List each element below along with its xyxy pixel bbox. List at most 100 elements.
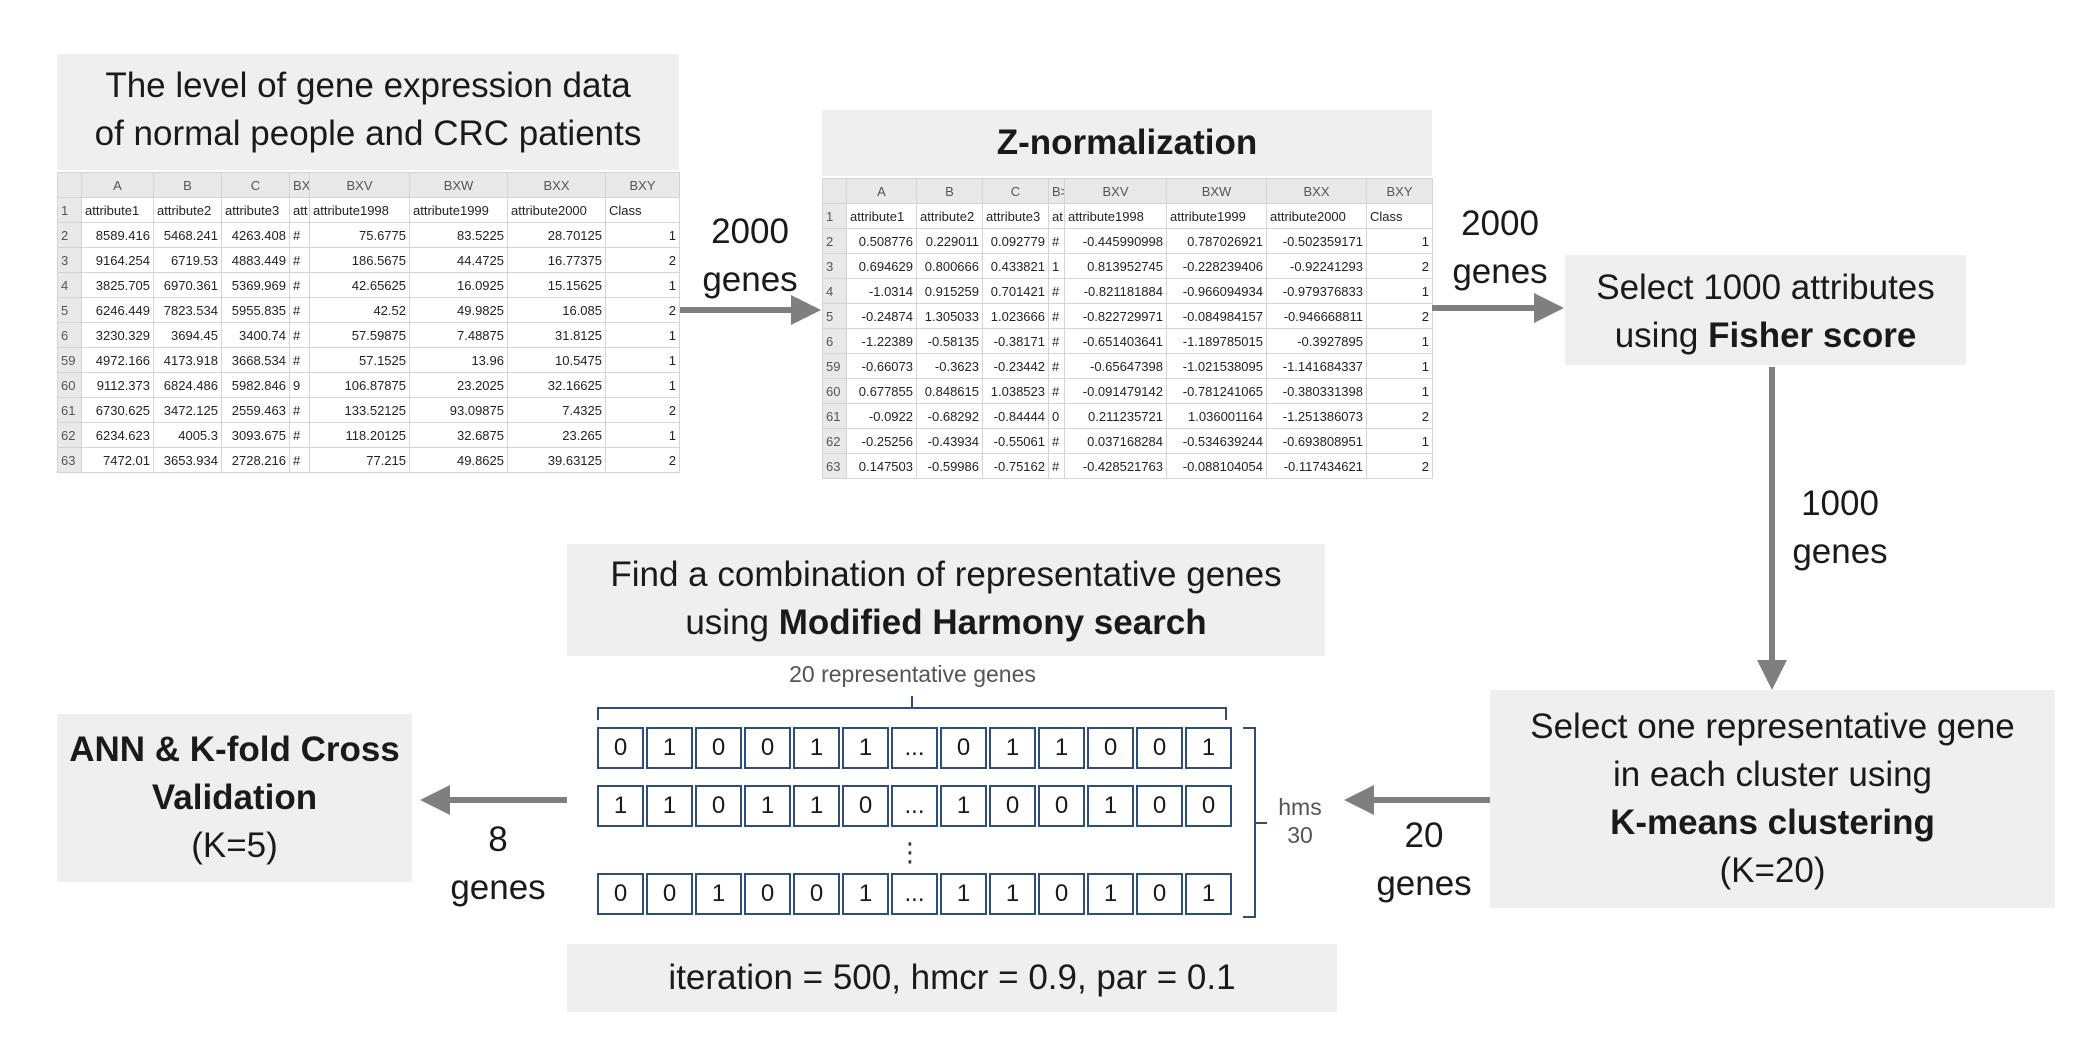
table-cell: attribute3 [221,197,290,223]
label-8-num: 8 [488,820,508,859]
table-cell: 61 [822,403,847,429]
gene-bit-cell: 0 [1038,785,1085,827]
table-cell: 1 [1366,428,1433,454]
table-cell: 4005.3 [153,422,222,448]
table-cell: 62 [822,428,847,454]
table-cell: 23.2025 [409,372,508,398]
table-cell: 2559.463 [221,397,290,423]
table-cell: -0.821181884 [1064,278,1167,304]
ann-line1: ANN & K-fold Cross [69,730,400,769]
table-cell: 0.037168284 [1064,428,1167,454]
gene-bit-cell: 0 [1038,873,1085,915]
table-cell: 77.215 [309,447,410,473]
input-data-box: The level of gene expression data of nor… [57,54,679,170]
znorm-title: Z-normalization [996,123,1258,162]
table-cell: 1 [605,222,680,248]
label-20-unit: genes [1376,864,1472,903]
table-cell: 0.211235721 [1064,403,1167,429]
table-cell: 57.59875 [309,322,410,348]
table-cell: Class [1366,203,1433,229]
input-data-table: ABCBXIBXVBXWBXXBXY1attribute1attribute2a… [57,172,680,473]
table-cell: 1 [605,272,680,298]
table-cell: 59 [822,353,847,379]
table-row: 62-0.25256-0.43934-0.55061#0.037168284-0… [822,428,1433,454]
table-cell: 59 [57,347,82,373]
gene-bit-cell: 0 [1185,785,1232,827]
harmony-line1: Find a combination of representative gen… [610,555,1282,594]
table-cell: -0.58135 [916,328,983,354]
gene-bit-cell: 0 [1136,873,1183,915]
input-title-line1: The level of gene expression data [105,66,631,105]
ellipsis-cell: ... [891,873,938,915]
table-cell: -0.23442 [982,353,1049,379]
table-cell: -0.3927895 [1266,328,1367,354]
table-cell: 63 [822,453,847,479]
label-8-genes: 8 genes [438,816,558,912]
table-cell: 42.52 [309,297,410,323]
table-cell: 31.8125 [507,322,606,348]
params-text: iteration = 500, hmcr = 0.9, par = 0.1 [668,958,1236,997]
table-cell: -0.979376833 [1266,278,1367,304]
table-cell [57,172,82,198]
table-cell: -1.189785015 [1166,328,1267,354]
table-cell: 3668.534 [221,347,290,373]
table-cell: 2 [1366,253,1433,279]
table-cell: 5369.969 [221,272,290,298]
table-cell: -0.946668811 [1266,303,1367,329]
label-1000-num: 1000 [1801,484,1879,523]
gene-bit-cell: 1 [793,785,840,827]
table-cell: -0.75162 [982,453,1049,479]
hms-text: hms [1278,794,1322,820]
table-cell: 1 [1366,278,1433,304]
gene-bit-cell: 0 [989,785,1036,827]
table-cell: -0.92241293 [1266,253,1367,279]
table-cell: -0.59986 [916,453,983,479]
gene-bit-cell: 1 [646,727,693,769]
table-cell: -1.021538095 [1166,353,1267,379]
table-row: 6-1.22389-0.58135-0.38171#-0.651403641-1… [822,328,1433,354]
table-cell: 7.48875 [409,322,508,348]
label-20-genes: 20 genes [1364,812,1484,908]
gene-bit-cell: 1 [597,785,644,827]
table-cell: 133.52125 [309,397,410,423]
table-cell: 4972.166 [81,347,154,373]
right-brace [1243,727,1267,918]
table-cell: BXW [409,172,508,198]
representative-genes-label: 20 representative genes [789,661,1036,687]
table-cell: 9112.373 [81,372,154,398]
gene-bit-cell: 1 [842,873,889,915]
table-cell: -0.088104054 [1166,453,1267,479]
table-cell: -0.43934 [916,428,983,454]
gene-bit-cell: 1 [842,727,889,769]
kmeans-line2: in each cluster using [1612,755,1933,794]
fisher-line2-pre: using [1614,316,1709,355]
table-cell: 4883.449 [221,247,290,273]
table-cell: -0.428521763 [1064,453,1167,479]
table-cell: 44.4725 [409,247,508,273]
table-cell: attribute2 [153,197,222,223]
table-cell: C [982,178,1049,204]
znorm-data-table: ABCB>BXVBXWBXXBXY1attribute1attribute2at… [822,178,1433,479]
gene-bit-cell: 0 [695,785,742,827]
table-cell: BXW [1166,178,1267,204]
table-cell: 0.229011 [916,228,983,254]
table-cell: -0.534639244 [1166,428,1267,454]
table-cell: 5955.835 [221,297,290,323]
table-cell: 9164.254 [81,247,154,273]
harmony-search-box: Find a combination of representative gen… [567,544,1325,656]
table-cell: -0.966094934 [1166,278,1267,304]
table-cell: 0.092779 [982,228,1049,254]
table-cell: BXX [1266,178,1367,204]
table-cell: 106.87875 [309,372,410,398]
